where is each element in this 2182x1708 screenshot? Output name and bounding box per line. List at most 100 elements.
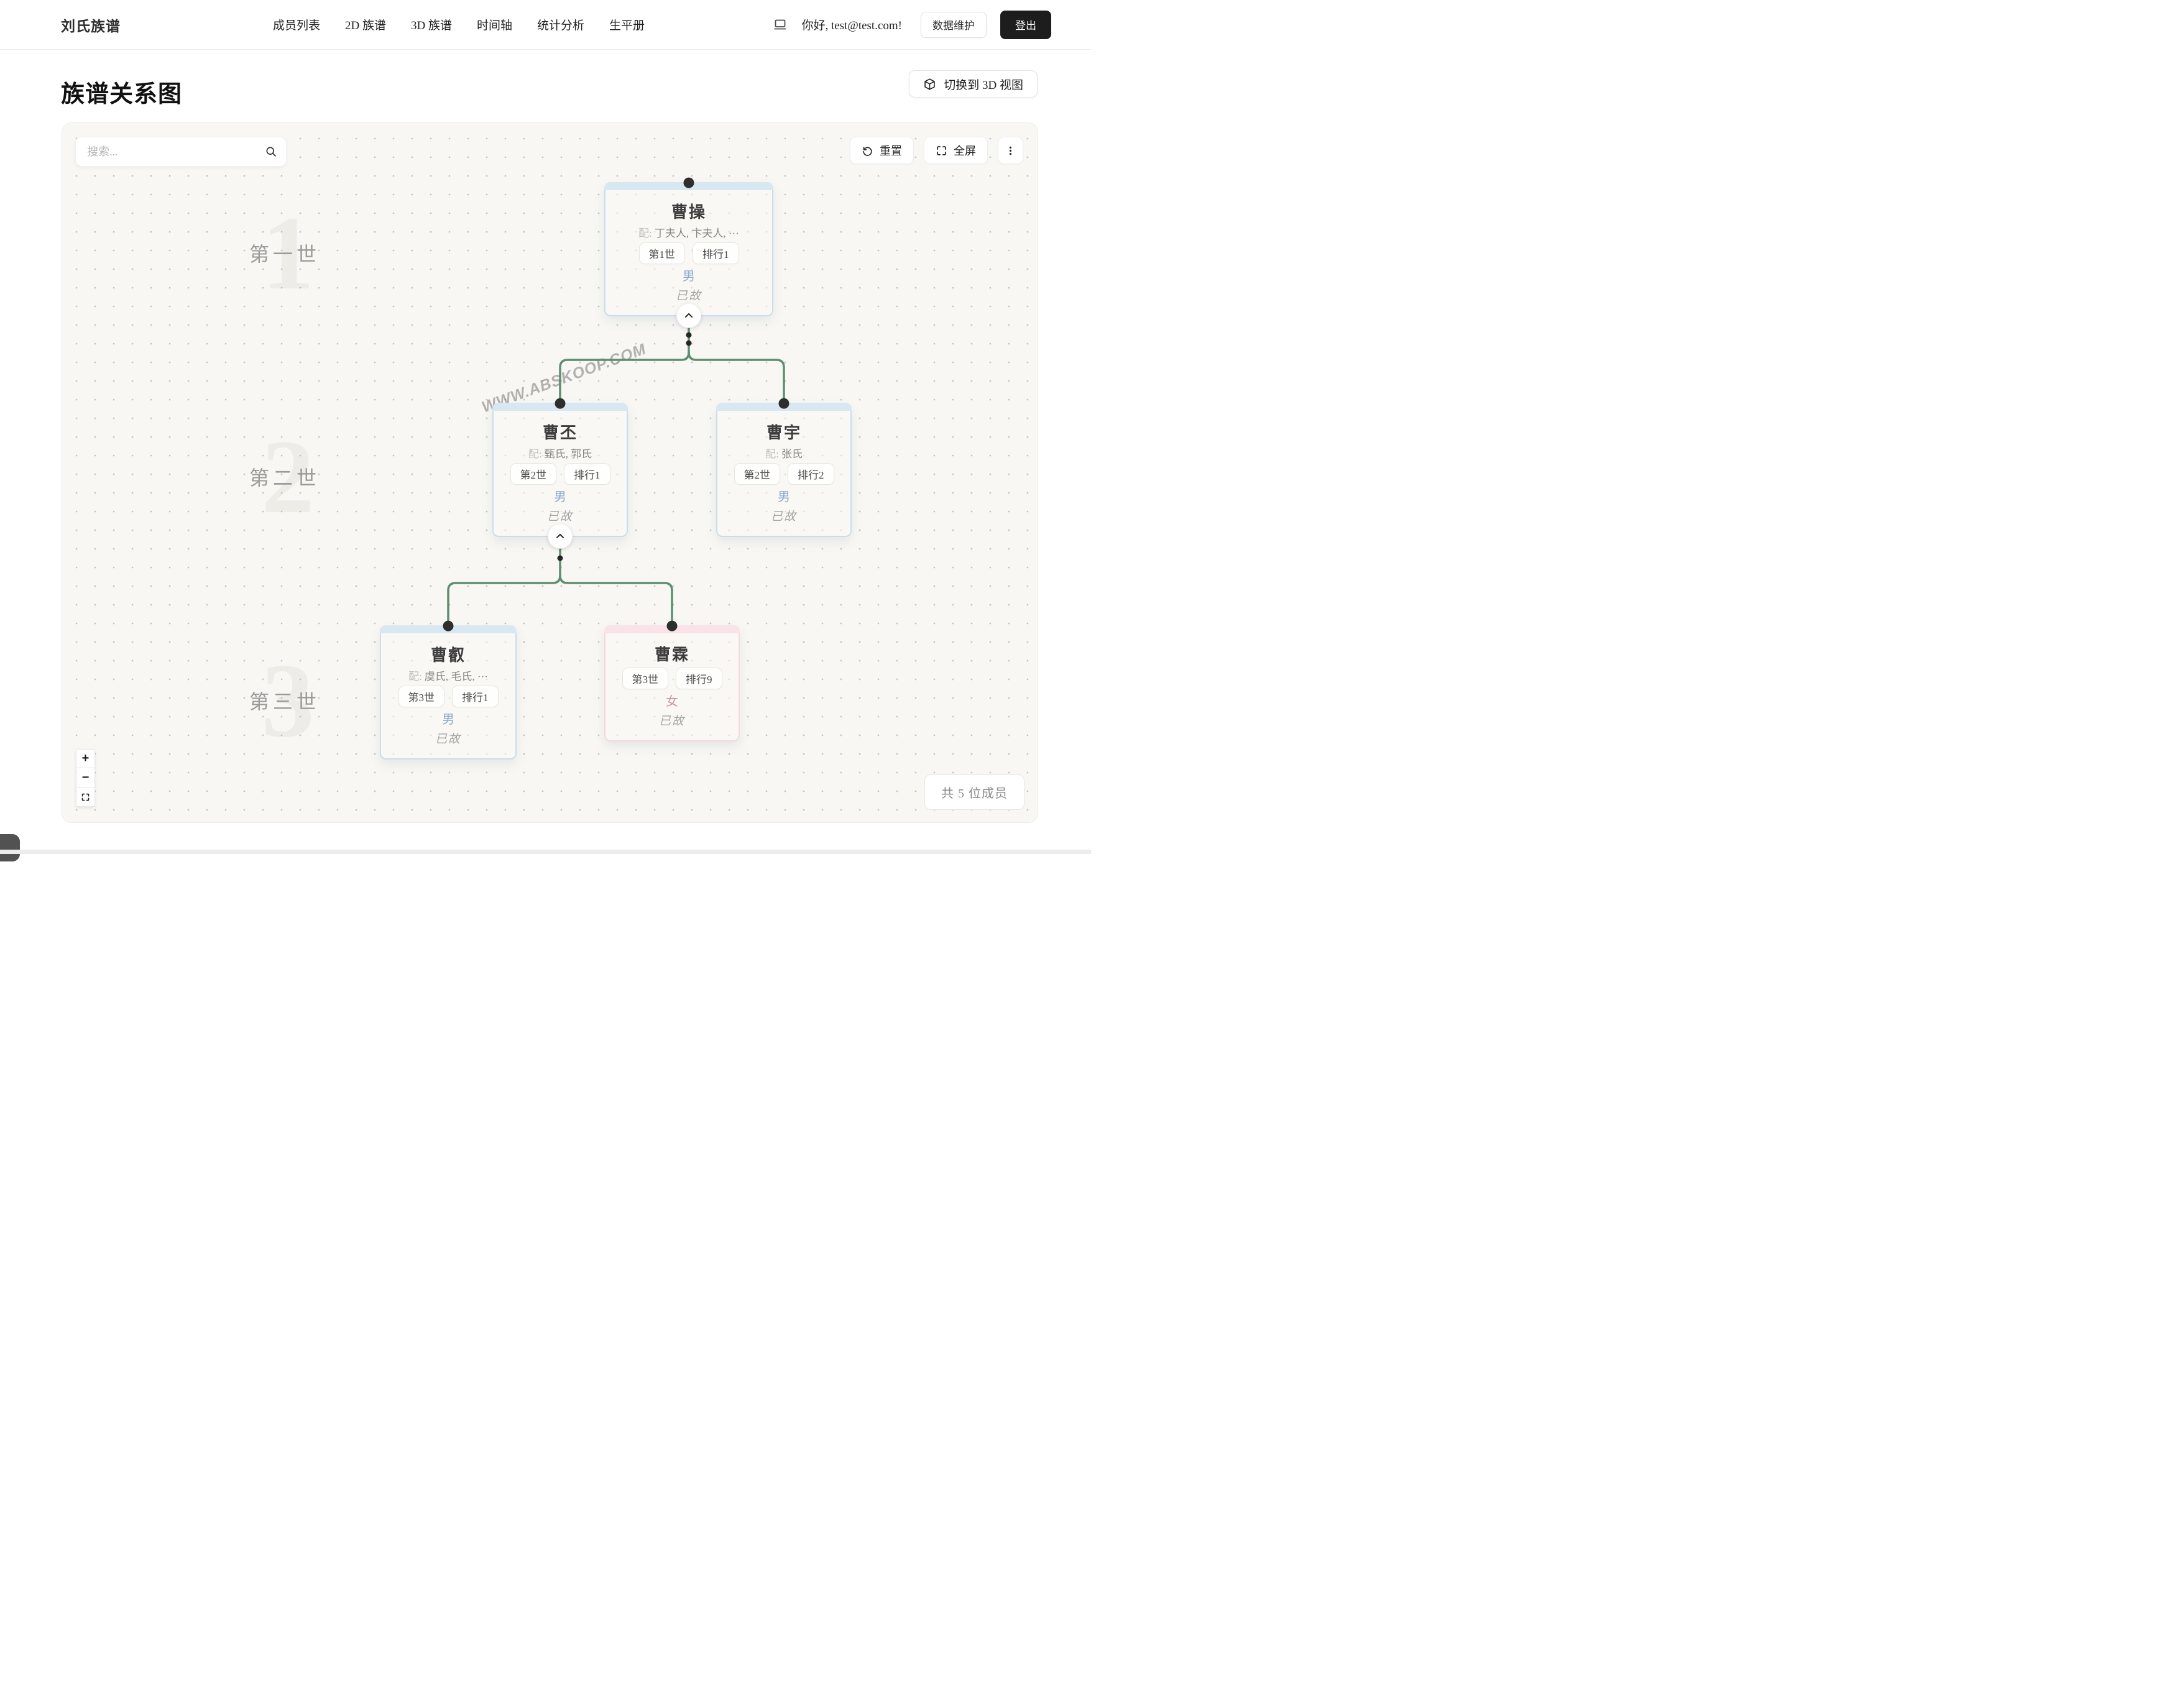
node-connector-dot	[683, 177, 694, 188]
switch-to-3d-label: 切换到 3D 视图	[944, 78, 1023, 92]
generation-tag: 第3世	[622, 667, 668, 689]
member-name: 曹丕	[542, 423, 578, 442]
node-connector-dot	[666, 620, 678, 631]
gender-value: 男	[442, 713, 454, 727]
spouse-label: 配:	[638, 227, 652, 239]
generation-tag: 第2世	[734, 462, 780, 485]
gender-value: 女	[666, 695, 678, 709]
member-name: 曹操	[671, 203, 706, 221]
canvas-toolbar: 重置 全屏	[850, 137, 1023, 164]
generation-number: 2	[261, 418, 315, 535]
generation-watermark-2: 2 第二世	[216, 424, 353, 530]
rank-tag: 排行1	[564, 462, 610, 485]
app-logo: 刘氏族谱	[61, 18, 121, 34]
kebab-menu-icon	[1009, 146, 1012, 155]
nav-item-timeline[interactable]: 时间轴	[476, 19, 512, 32]
status-value: 已故	[770, 510, 797, 523]
zoom-out-button[interactable]: −	[76, 768, 95, 787]
tree-node-caolin[interactable]: 曹霖 第3世 排行9 女 已故	[604, 620, 740, 742]
top-navbar: 刘氏族谱 成员列表 2D 族谱 3D 族谱 时间轴 统计分析 生平册 你好, t…	[0, 0, 1091, 50]
nav-item-3d-tree[interactable]: 3D 族谱	[411, 19, 452, 32]
spouse-names: 丁夫人, 卞夫人, ···	[654, 227, 739, 239]
user-greeting: 你好, test@test.com!	[801, 19, 902, 32]
gender-value: 男	[683, 270, 695, 283]
search-icon[interactable]	[265, 145, 277, 158]
fullscreen-icon	[937, 145, 946, 155]
spouse-label: 配:	[765, 448, 779, 460]
fullscreen-label: 全屏	[954, 145, 976, 157]
switch-to-3d-button[interactable]: 切换到 3D 视图	[909, 70, 1038, 98]
node-connector-dot	[555, 398, 566, 409]
generation-number: 3	[261, 642, 315, 759]
spouse-label: 配:	[408, 671, 422, 682]
spouse-names: 甄氏, 郭氏	[544, 448, 592, 460]
member-name: 曹宇	[766, 423, 801, 442]
generation-tag: 第3世	[398, 685, 444, 707]
corner-widget[interactable]	[0, 834, 20, 861]
fit-view-icon	[81, 793, 90, 801]
fullscreen-button[interactable]: 全屏	[924, 137, 988, 164]
status-value: 已故	[658, 714, 685, 728]
navbar-right: 你好, test@test.com! 数据维护 登出	[773, 10, 1051, 39]
reset-label: 重置	[880, 145, 902, 157]
zoom-controls: + −	[76, 749, 95, 807]
collapse-children-button[interactable]	[548, 523, 573, 549]
laptop-icon	[774, 19, 786, 29]
tree-node-caopi[interactable]: 曹丕 配:甄氏, 郭氏 第2世 排行1 男 已故	[492, 398, 628, 549]
tree-node-caoyu[interactable]: 曹宇 配:张氏 第2世 排行2 男 已故	[716, 398, 852, 537]
footer-divider	[0, 850, 1091, 854]
gender-value: 男	[554, 490, 566, 504]
page-title: 族谱关系图	[61, 81, 183, 108]
fit-view-button[interactable]	[76, 787, 95, 807]
nav-links: 成员列表 2D 族谱 3D 族谱 时间轴 统计分析 生平册	[273, 16, 645, 33]
member-count-badge: 共 5 位成员	[924, 774, 1024, 810]
zoom-in-button[interactable]: +	[76, 749, 95, 768]
cube-3d-icon	[924, 78, 935, 90]
search-input[interactable]	[87, 145, 265, 158]
tag-row: 第3世 排行1	[398, 685, 499, 707]
collapse-children-button[interactable]	[676, 303, 701, 328]
spouse-line: 配:张氏	[765, 445, 803, 461]
rank-tag: 排行9	[676, 667, 722, 689]
nav-item-members[interactable]: 成员列表	[273, 19, 321, 32]
member-name: 曹霖	[654, 646, 689, 664]
chevron-up-icon	[685, 313, 693, 318]
gender-value: 男	[778, 490, 790, 504]
reset-button[interactable]: 重置	[850, 137, 914, 164]
tag-row: 第2世 排行2	[734, 462, 834, 485]
node-connector-dot	[443, 620, 454, 631]
spouse-line: 配:甄氏, 郭氏	[528, 445, 592, 461]
status-value: 已故	[546, 510, 573, 523]
reset-icon	[863, 146, 872, 156]
spouse-names: 张氏	[781, 448, 803, 460]
logout-button[interactable]: 登出	[1000, 10, 1051, 39]
spouse-label: 配:	[528, 448, 542, 460]
rank-tag: 排行1	[693, 242, 739, 264]
generation-tag: 第2世	[510, 462, 556, 485]
member-name: 曹叡	[430, 646, 466, 664]
status-value: 已故	[675, 289, 702, 303]
more-options-button[interactable]	[998, 137, 1023, 164]
nav-item-biography[interactable]: 生平册	[609, 19, 645, 32]
page-header: 族谱关系图 切换到 3D 视图	[0, 50, 1091, 109]
tree-node-caocao[interactable]: 曹操 配:丁夫人, 卞夫人, ··· 第1世 排行1 男 已故	[604, 177, 773, 328]
tag-row: 第3世 排行9	[622, 667, 722, 689]
rank-tag: 排行1	[452, 685, 499, 707]
nav-item-statistics[interactable]: 统计分析	[537, 19, 585, 32]
node-connector-dot	[778, 398, 789, 409]
generation-label: 第三世	[249, 691, 320, 713]
family-tree-canvas[interactable]: 1 第一世 2 第二世 3 第三世 WWW.ABSKOOP.COM 重置	[62, 122, 1038, 823]
search-box	[75, 137, 287, 167]
generation-number: 1	[261, 195, 315, 311]
generation-tag: 第1世	[638, 242, 685, 264]
data-maintenance-button[interactable]: 数据维护	[921, 11, 987, 38]
generation-label: 第二世	[249, 467, 320, 489]
tree-node-caorui[interactable]: 曹叡 配:虞氏, 毛氏, ··· 第3世 排行1 男 已故	[380, 620, 517, 760]
generation-label: 第一世	[249, 243, 320, 265]
generation-watermark-3: 3 第三世	[216, 648, 353, 753]
spouse-names: 虞氏, 毛氏, ···	[424, 671, 488, 682]
spouse-line: 配:丁夫人, 卞夫人, ···	[638, 224, 739, 240]
spouse-line: 配:虞氏, 毛氏, ···	[408, 668, 488, 683]
nav-item-2d-tree[interactable]: 2D 族谱	[345, 19, 386, 32]
tag-row: 第1世 排行1	[638, 242, 739, 264]
